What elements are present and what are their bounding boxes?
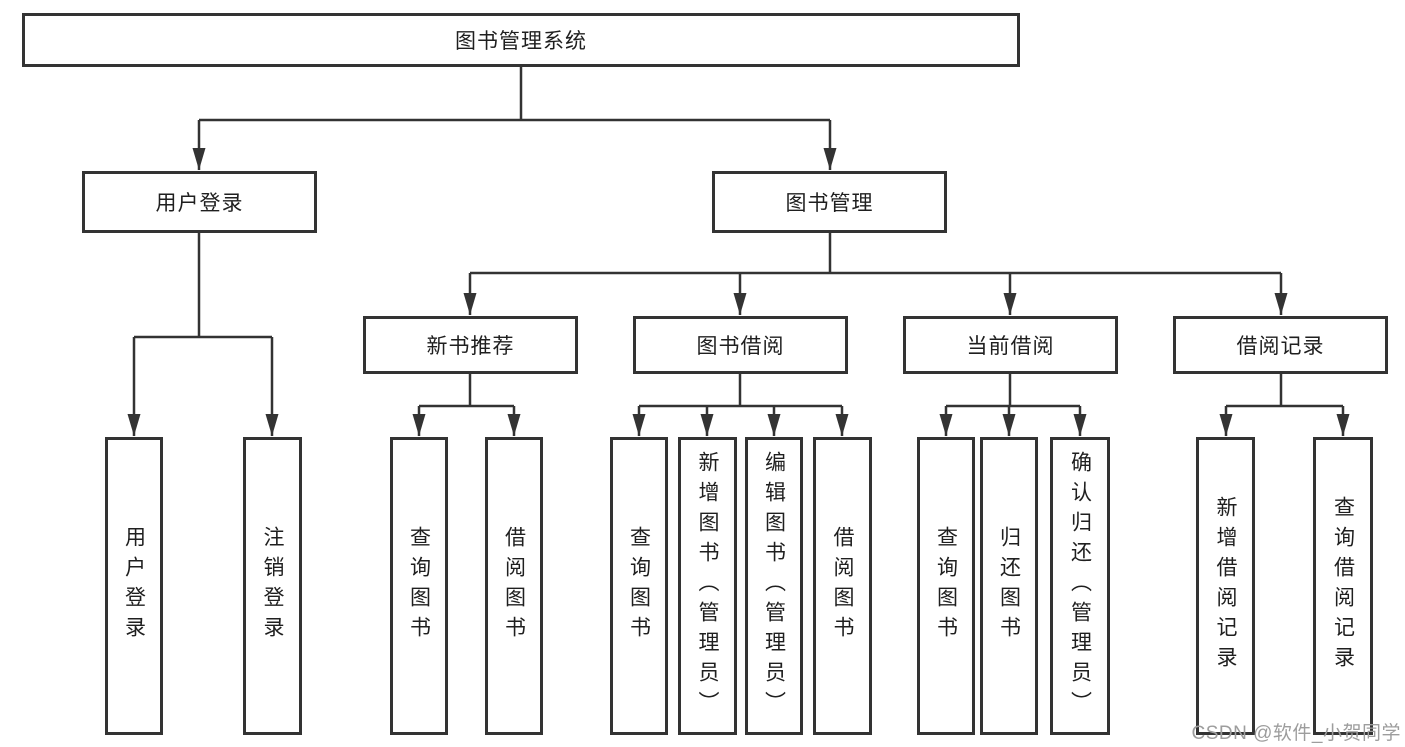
leaf-add-borrow-record-label: 新增借阅记录 — [1214, 496, 1237, 676]
leaf-borrow-books-recommend-label: 借阅图书 — [502, 526, 526, 646]
leaf-borrow-books-recommend: 借阅图书 — [485, 437, 543, 735]
leaf-logout-label: 注销登录 — [261, 526, 284, 646]
leaf-user-login: 用户登录 — [105, 437, 163, 735]
node-current-borrowing: 当前借阅 — [903, 316, 1118, 374]
leaf-logout: 注销登录 — [243, 437, 302, 735]
node-new-book-recommendation: 新书推荐 — [363, 316, 578, 374]
leaf-query-books-borrow: 查询图书 — [610, 437, 668, 735]
leaf-return-book-label: 归还图书 — [997, 526, 1021, 646]
node-borrowing-records: 借阅记录 — [1173, 316, 1388, 374]
leaf-query-borrow-record-label: 查询借阅记录 — [1331, 496, 1355, 676]
leaf-query-books-recommend-label: 查询图书 — [407, 526, 431, 646]
leaf-edit-book-admin: 编辑图书（管理员） — [745, 437, 803, 735]
leaf-query-books-borrow-label: 查询图书 — [627, 526, 651, 646]
leaf-edit-book-admin-label: 编辑图书（管理员） — [762, 451, 786, 721]
leaf-confirm-return-admin-label: 确认归还（管理员） — [1068, 451, 1092, 721]
node-book-borrowing: 图书借阅 — [633, 316, 848, 374]
leaf-confirm-return-admin: 确认归还（管理员） — [1050, 437, 1110, 735]
leaf-user-login-label: 用户登录 — [122, 526, 146, 646]
leaf-borrow-books: 借阅图书 — [813, 437, 872, 735]
leaf-borrow-books-label: 借阅图书 — [831, 526, 854, 646]
node-library-management-system: 图书管理系统 — [22, 13, 1020, 67]
leaf-add-borrow-record: 新增借阅记录 — [1196, 437, 1255, 735]
node-user-login: 用户登录 — [82, 171, 317, 233]
leaf-query-books-current: 查询图书 — [917, 437, 975, 735]
leaf-return-book: 归还图书 — [980, 437, 1038, 735]
leaf-query-books-current-label: 查询图书 — [934, 526, 958, 646]
leaf-add-book-admin: 新增图书（管理员） — [678, 437, 737, 735]
leaf-query-borrow-record: 查询借阅记录 — [1313, 437, 1373, 735]
node-book-management: 图书管理 — [712, 171, 947, 233]
leaf-add-book-admin-label: 新增图书（管理员） — [696, 451, 719, 721]
leaf-query-books-recommend: 查询图书 — [390, 437, 448, 735]
csdn-watermark: CSDN @软件_小贺同学 — [1191, 723, 1401, 744]
